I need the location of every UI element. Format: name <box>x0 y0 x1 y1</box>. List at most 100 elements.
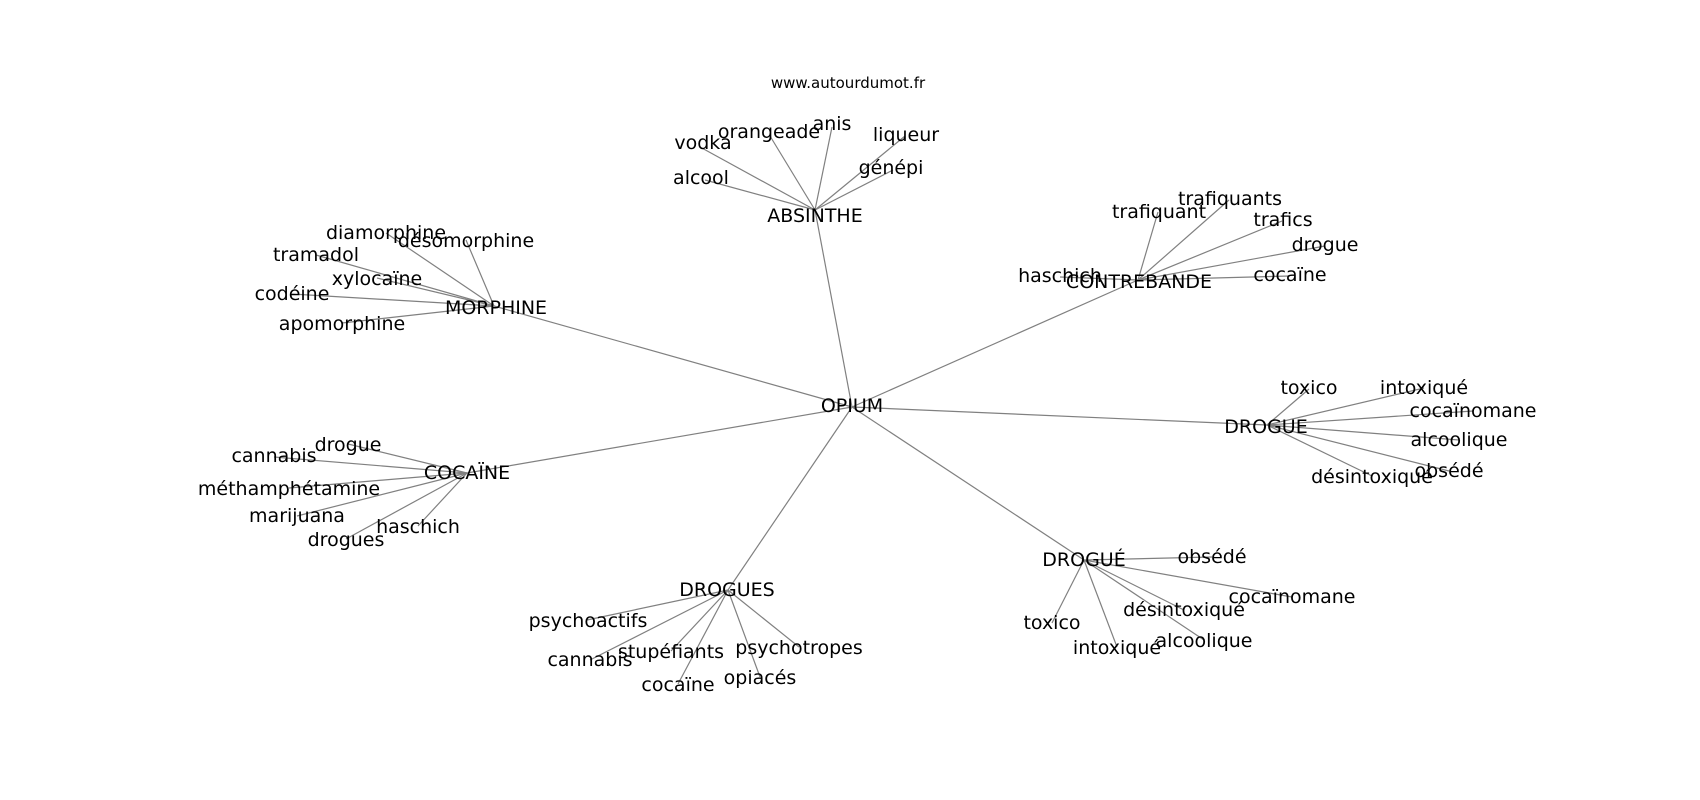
hub-node-absinthe: ABSINTHE <box>767 205 862 227</box>
edge-morphine-diamorphine <box>385 232 495 307</box>
edge-morphine-apomorphine <box>341 305 495 324</box>
leaf-node-drogues-stupefiants: stupéfiants <box>618 641 724 663</box>
leaf-node-cocaine-methamphetamine: méthamphétamine <box>198 478 380 500</box>
leaf-node-drogues-psychoactifs: psychoactifs <box>529 610 648 632</box>
leaf-node-cocaine-cannabis: cannabis <box>231 445 316 467</box>
edge-absinthe-genepi <box>814 169 894 211</box>
edge-drogue-desintoxique <box>1083 559 1185 611</box>
edge-drogues-stupefiants <box>670 589 729 652</box>
leaf-node-contrebande-trafics: trafics <box>1253 209 1312 231</box>
leaf-node-drogue-obsede: obsédé <box>1177 546 1246 568</box>
leaf-node-cocaine-drogues: drogues <box>308 529 385 551</box>
edge-drogue-alcoolique <box>1266 424 1460 441</box>
leaf-node-drogues-psychotropes: psychotropes <box>735 637 862 659</box>
leaf-node-cocaine-haschich: haschich <box>376 516 460 538</box>
edge-contrebande-drogue <box>1137 245 1326 281</box>
edge-opium-drogue <box>851 406 1268 426</box>
leaf-node-morphine-apomorphine: apomorphine <box>279 313 405 335</box>
hub-node-drogue: DROGUE <box>1224 416 1307 438</box>
leaf-node-contrebande-drogue: drogue <box>1292 234 1359 256</box>
leaf-node-drogue-toxico: toxico <box>1280 377 1337 399</box>
hub-node-cocaine: COCAÏNE <box>424 461 510 484</box>
edge-drogues-psychotropes <box>727 589 800 648</box>
leaf-node-drogue-obsede: obsédé <box>1414 460 1483 482</box>
hub-node-contrebande: CONTREBANDE <box>1066 271 1212 293</box>
leaf-node-drogues-cannabis: cannabis <box>547 649 632 671</box>
edge-drogues-cannabis <box>589 589 729 661</box>
hub-node-morphine: MORPHINE <box>445 297 547 319</box>
edge-morphine-desomorphine <box>465 239 495 307</box>
edge-contrebande-trafiquant <box>1137 211 1159 281</box>
edge-opium-morphine <box>493 305 853 408</box>
edge-contrebande-trafiquants <box>1137 199 1230 281</box>
leaf-node-drogues-opiaces: opiacés <box>724 667 797 689</box>
edge-absinthe-alcool <box>704 179 816 211</box>
edge-opium-cocaine <box>466 406 853 474</box>
edge-drogue-cocainomane <box>1083 559 1293 598</box>
leaf-node-morphine-diamorphine: diamorphine <box>326 222 446 244</box>
leaf-node-absinthe-genepi: génépi <box>859 157 924 179</box>
edge-cocaine-drogues <box>345 472 468 540</box>
leaf-node-morphine-xylocaine: xylocaïne <box>332 268 423 290</box>
leaf-node-absinthe-liqueur: liqueur <box>873 124 939 146</box>
edge-opium-drogue <box>851 406 1085 561</box>
graph-edges <box>273 126 1474 685</box>
root-node-opium: OPIUM <box>821 395 883 417</box>
leaf-node-drogue-cocainomane: cocaïnomane <box>1410 400 1537 422</box>
edge-drogue-obsede <box>1266 424 1450 472</box>
edge-drogue-obsede <box>1083 556 1213 561</box>
edge-drogue-toxico <box>1051 559 1085 624</box>
edge-cocaine-haschich <box>417 472 468 527</box>
edge-cocaine-drogue <box>347 443 468 474</box>
leaf-node-absinthe-vodka: vodka <box>674 132 731 154</box>
edge-drogues-psychoactifs <box>586 589 729 621</box>
leaf-node-morphine-codeine: codéine <box>255 283 330 305</box>
edge-absinthe-vodka <box>699 146 816 211</box>
edge-absinthe-liqueur <box>814 135 906 211</box>
edge-opium-drogues <box>727 406 853 591</box>
edge-contrebande-trafics <box>1137 220 1283 281</box>
leaf-node-drogues-cocaine: cocaïne <box>641 674 714 696</box>
leaf-node-cocaine-drogue: drogue <box>315 434 382 456</box>
leaf-node-contrebande-trafiquants: trafiquants <box>1178 188 1282 210</box>
leaf-node-contrebande-haschich: haschich <box>1018 265 1102 287</box>
leaf-node-morphine-tramadol: tramadol <box>273 244 359 266</box>
edge-opium-contrebande <box>851 279 1139 408</box>
leaf-node-drogue-cocainomane: cocaïnomane <box>1229 586 1356 608</box>
leaf-node-drogue-toxico: toxico <box>1023 612 1080 634</box>
website-label: www.autourdumot.fr <box>771 74 926 92</box>
edge-cocaine-marijuana <box>296 472 468 517</box>
edge-absinthe-anis <box>814 126 833 211</box>
leaf-node-drogue-intoxique: intoxiqué <box>1380 377 1468 399</box>
edge-morphine-codeine <box>291 293 495 307</box>
leaf-node-contrebande-trafiquant: trafiquant <box>1112 201 1206 223</box>
edge-morphine-tramadol <box>315 254 495 307</box>
leaf-node-drogue-desintoxique: désintoxiqué <box>1311 466 1433 488</box>
edge-drogue-cocainomane <box>1266 410 1474 426</box>
leaf-node-drogue-desintoxique: désintoxiqué <box>1123 599 1245 621</box>
edge-contrebande-cocaine <box>1137 275 1291 281</box>
edge-cocaine-cannabis <box>273 456 468 474</box>
edge-drogues-opiaces <box>727 589 761 678</box>
leaf-node-morphine-desomorphine: désomorphine <box>398 230 534 252</box>
leaf-node-drogue-intoxique: intoxiqué <box>1073 637 1161 659</box>
leaf-node-drogue-alcoolique: alcoolique <box>1411 429 1508 451</box>
leaf-node-drogue-alcoolique: alcoolique <box>1156 630 1253 652</box>
leaf-node-absinthe-orangeade: orangeade <box>718 121 820 143</box>
hub-node-drogues: DROGUES <box>679 579 774 601</box>
leaf-node-absinthe-anis: anis <box>813 113 852 135</box>
edge-drogue-desintoxique <box>1266 424 1373 477</box>
edge-contrebande-haschich <box>1059 276 1139 281</box>
edge-drogue-intoxique <box>1266 387 1425 426</box>
edge-drogue-intoxique <box>1083 559 1118 648</box>
hub-node-drogue: DROGUÉ <box>1042 548 1125 571</box>
edge-drogue-alcoolique <box>1083 559 1205 641</box>
leaf-node-cocaine-marijuana: marijuana <box>249 505 345 527</box>
edge-drogues-cocaine <box>677 589 729 685</box>
edge-opium-absinthe <box>814 209 853 408</box>
edge-morphine-xylocaine <box>376 277 495 307</box>
leaf-node-contrebande-cocaine: cocaïne <box>1253 264 1326 286</box>
edge-cocaine-methamphetamine <box>288 472 468 489</box>
